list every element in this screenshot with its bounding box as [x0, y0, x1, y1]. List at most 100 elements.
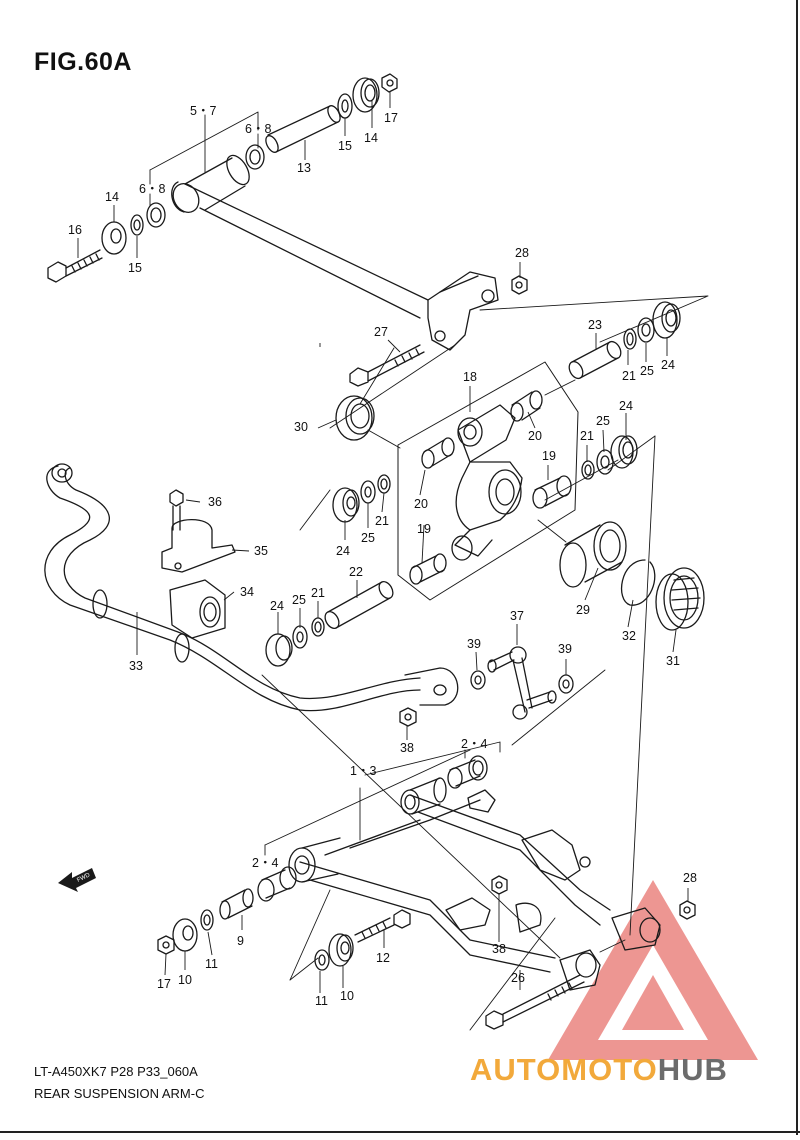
callout-24-right: 24 [619, 399, 633, 413]
part-28-nut-upper [511, 275, 528, 295]
part-35-bracket [161, 518, 236, 573]
callout-14-left: 14 [105, 190, 119, 204]
callout-16: 16 [68, 223, 82, 237]
callout-15-left: 15 [128, 261, 142, 275]
callout-25-right: 25 [596, 414, 610, 428]
part-28-nut-lower [679, 900, 696, 920]
watermark-triangle [548, 880, 758, 1060]
callout-21-lower: 21 [311, 586, 325, 600]
lower-arm-assembly [288, 777, 661, 991]
callout-39-right: 39 [558, 642, 572, 656]
callout-20-lower: 20 [414, 497, 428, 511]
callout-19-upper: 19 [542, 449, 556, 463]
part-14-cap-upper [352, 77, 380, 113]
watermark-part2: HUB [657, 1052, 728, 1087]
callout-23: 23 [588, 318, 602, 332]
part-34-bushing [169, 579, 226, 639]
part-36-bolt [169, 489, 184, 531]
callout-33: 33 [129, 659, 143, 673]
callout-13: 13 [297, 161, 311, 175]
callout-38-upper: 38 [400, 741, 414, 755]
part-23-pin [568, 340, 622, 380]
callout-25-mid: 25 [361, 531, 375, 545]
callout-6-8-left: 6・8 [139, 182, 165, 196]
callout-34: 34 [240, 585, 254, 599]
callout-20-upper: 20 [528, 429, 542, 443]
callout-5-7: 5・7 [190, 104, 216, 118]
part-2-4-bushing-upper [447, 755, 488, 789]
callout-25-top: 25 [640, 364, 654, 378]
part-6-8-bushing-upper [245, 144, 265, 170]
callout-21-top: 21 [622, 369, 636, 383]
leader-lines [149, 111, 709, 1031]
part-20-bushing-b [421, 437, 455, 469]
callout-2-4-lower: 2・4 [252, 856, 278, 870]
part-15-washer-left [130, 214, 144, 236]
part-18-knuckle [451, 404, 523, 561]
callout-35: 35 [254, 544, 268, 558]
callout-22: 22 [349, 565, 363, 579]
part-16-bolt-upper [47, 249, 103, 283]
part-38-nut-upper [399, 707, 417, 727]
callout-2-4-upper: 2・4 [461, 737, 487, 751]
callout-31: 31 [666, 654, 680, 668]
part-29-bearing [559, 521, 627, 588]
callout-labels: 1・3 2・4 2・4 5・7 6・8 6・8 9 10 10 11 11 12… [68, 104, 697, 1008]
callout-27: 27 [374, 325, 388, 339]
callout-28-upper: 28 [515, 246, 529, 260]
part-9-pin [219, 888, 254, 920]
part-26-bolt [485, 974, 585, 1030]
watermark-part1: AUTOMOTO [470, 1052, 658, 1087]
part-11-washer-left [200, 909, 214, 931]
upper-pivot-shaft [171, 154, 499, 351]
part-10-cap-bottom [328, 933, 354, 967]
callout-10-left: 10 [178, 973, 192, 987]
part-2-4-bushing-lower [257, 866, 297, 902]
part-37-link [487, 646, 557, 720]
part-24-cap-mid-right [610, 435, 638, 469]
part-25-washer-upper [637, 317, 655, 343]
forward-arrow-label: FWD [76, 872, 92, 884]
callout-21-mid: 21 [375, 514, 389, 528]
callout-11-left: 11 [205, 957, 218, 971]
part-32-circlip [620, 559, 656, 606]
part-39-washer-left [470, 670, 486, 690]
callout-39-left: 39 [467, 637, 481, 651]
callout-15-upper: 15 [338, 139, 352, 153]
callout-24-mid: 24 [336, 544, 350, 558]
callout-12: 12 [376, 951, 390, 965]
part-17-nut-lower [157, 935, 175, 955]
figure-title: FIG.60A [34, 48, 132, 76]
part-31-boot [655, 567, 705, 631]
part-24-cap-upper [652, 301, 681, 339]
part-38-nut-lower [491, 875, 508, 895]
callout-28-lower: 28 [683, 871, 697, 885]
callout-17-lower: 17 [157, 977, 171, 991]
callout-37: 37 [510, 609, 524, 623]
callout-1-3: 1・3 [350, 764, 376, 778]
part-19-bushing-b [409, 553, 447, 585]
part-22-pin [324, 580, 394, 630]
callout-10-bottom: 10 [340, 989, 354, 1003]
callout-24-lower: 24 [270, 599, 284, 613]
watermark-text: AUTOMOTOHUB [470, 1052, 728, 1088]
callout-18: 18 [463, 370, 477, 384]
callout-25-lower: 25 [292, 593, 306, 607]
callout-9: 9 [237, 934, 244, 948]
callout-14-upper: 14 [364, 131, 378, 145]
part-12-bolt [354, 909, 411, 943]
callout-36: 36 [208, 495, 222, 509]
part-6-8-bushing-left [146, 202, 166, 228]
callout-38-lower: 38 [492, 942, 506, 956]
callout-30: 30 [294, 420, 308, 434]
callout-17-upper: 17 [384, 111, 398, 125]
figure-caption: REAR SUSPENSION ARM-C [34, 1086, 205, 1101]
callout-11-bottom: 11 [315, 994, 328, 1008]
forward-arrow-icon: FWD [58, 868, 96, 892]
figure-code: LT-A450XK7 P28 P33_060A [34, 1064, 198, 1079]
part-21-ring-mid-right [581, 460, 595, 480]
knuckle-group-box [397, 361, 579, 601]
callout-6-8-upper: 6・8 [245, 122, 271, 136]
